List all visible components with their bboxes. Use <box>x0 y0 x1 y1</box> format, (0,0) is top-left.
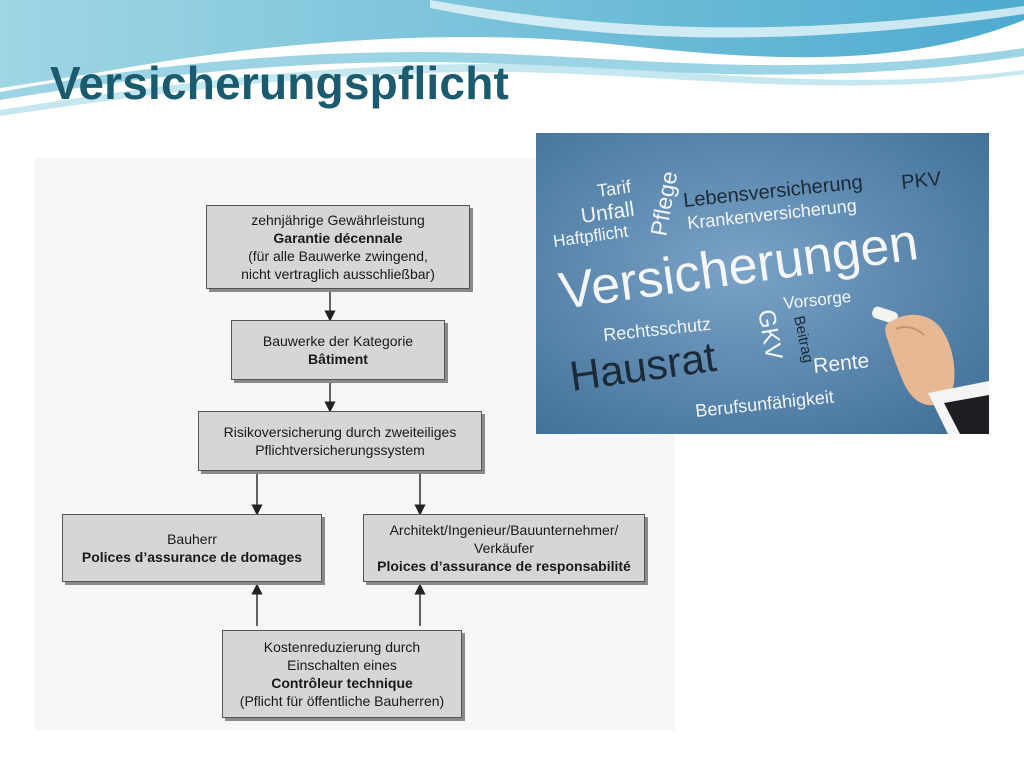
box-line: zehnjährige Gewährleistung <box>251 212 425 228</box>
box-line: Pflichtversicherungssystem <box>255 442 425 458</box>
slide-title: Versicherungspflicht <box>50 57 510 109</box>
box-line-bold: Contrôleur technique <box>271 675 413 691</box>
flowchart-box-risikoversicherung: Risikoversicherung durch zweiteiliges Pf… <box>198 411 482 471</box>
hand-with-chalk-illustration <box>872 306 989 434</box>
box-line: nicht vertraglich ausschließbar) <box>241 266 435 282</box>
box-line: Einschalten eines <box>287 657 397 673</box>
flowchart-box-architekt: Architekt/Ingenieur/Bauunternehmer/ Verk… <box>363 514 645 582</box>
box-line-bold: Polices d’assurance de domages <box>81 549 303 565</box>
box-line: Risikoversicherung durch zweiteiliges <box>223 424 457 440</box>
flowchart-box-bauherr: Bauherr Polices d’assurance de domages <box>62 514 322 582</box>
word-pkv: PKV <box>900 168 943 194</box>
box-line-bold: Garantie décennale <box>273 230 403 246</box>
flowchart-box-garantie-decennale: zehnjährige Gewährleistung Garantie déce… <box>206 205 470 289</box>
box-line: Verkäufer <box>474 540 534 556</box>
flowchart-box-batiment: Bauwerke der Kategorie Bâtiment <box>231 320 445 380</box>
insurance-wordcloud-photo: Tarif Unfall Haftpflicht Pflege Lebensve… <box>536 133 989 434</box>
box-line: Bauwerke der Kategorie <box>262 333 414 349</box>
box-line-bold: Bâtiment <box>308 351 368 367</box>
flowchart-box-controleur-technique: Kostenreduzierung durch Einschalten eine… <box>222 630 462 718</box>
box-line: Architekt/Ingenieur/Bauunternehmer/ <box>389 522 619 538</box>
box-line: Bauherr <box>167 531 217 547</box>
word-tarif: Tarif <box>596 176 633 201</box>
box-line: (für alle Bauwerke zwingend, <box>248 248 428 264</box>
header-wave-decoration <box>0 0 1024 116</box>
box-line-bold: Ploices d’assurance de responsabilité <box>377 558 631 574</box>
box-line: Kostenreduzierung durch <box>263 639 421 655</box>
box-line: (Pflicht für öffentliche Bauherren) <box>239 693 445 709</box>
